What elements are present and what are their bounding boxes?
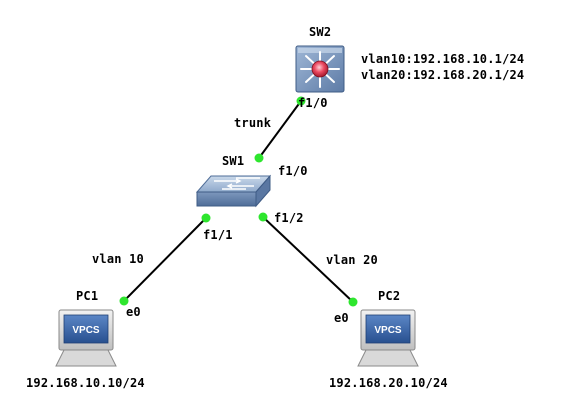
pc1-ip-label: 192.168.10.10/24 — [26, 376, 145, 390]
link-label-vlan20: vlan 20 — [326, 253, 378, 267]
pc2-name: PC2 — [378, 289, 401, 303]
port-dot-pc2-e0 — [348, 297, 358, 307]
pc2-badge-text: VPCS — [374, 325, 402, 336]
port-dot-sw1-f12 — [258, 212, 268, 222]
link-sw1-pc1 — [123, 217, 207, 302]
multilayer-switch-icon[interactable] — [295, 45, 345, 93]
port-label-sw2-f10: f1/0 — [298, 96, 328, 110]
port-label-pc2-e0: e0 — [334, 311, 349, 325]
port-dot-sw1-f11 — [201, 213, 211, 223]
port-dot-pc1-e0 — [119, 296, 129, 306]
vpcs-icon[interactable] — [357, 309, 419, 367]
sw2-name: SW2 — [309, 25, 332, 39]
link-sw2-sw1 — [258, 100, 302, 159]
port-label-sw1-f10: f1/0 — [278, 164, 308, 178]
port-label-sw1-f11: f1/1 — [203, 228, 233, 242]
sw2-vlan10-label: vlan10:192.168.10.1/24 — [361, 52, 525, 66]
sw2-vlan20-label: vlan20:192.168.20.1/24 — [361, 68, 525, 82]
link-label-trunk: trunk — [234, 116, 272, 130]
switch-icon[interactable] — [195, 174, 272, 208]
vpcs-icon[interactable] — [55, 309, 117, 367]
port-label-sw1-f12: f1/2 — [274, 211, 304, 225]
link-label-vlan10: vlan 10 — [92, 252, 144, 266]
sw1-name: SW1 — [222, 154, 245, 168]
pc1-name: PC1 — [76, 289, 99, 303]
port-dot-sw2-f10 — [296, 96, 306, 106]
port-label-pc1-e0: e0 — [126, 305, 141, 319]
link-sw1-pc2 — [262, 216, 354, 303]
pc2-ip-label: 192.168.20.10/24 — [329, 376, 448, 390]
pc1-badge-text: VPCS — [72, 325, 100, 336]
port-dot-sw1-f10 — [254, 153, 264, 163]
